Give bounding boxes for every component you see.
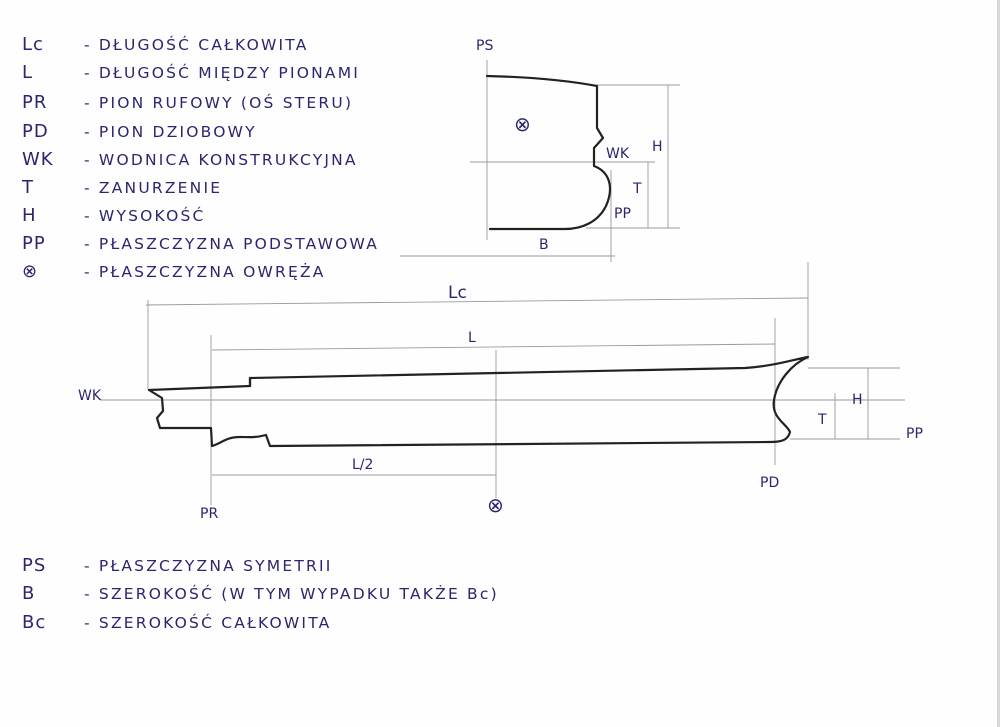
legend-row: PS - PŁASZCZYZNA SYMETRII (22, 555, 333, 576)
legend-symbol: H (22, 205, 37, 226)
legend-text: - DŁUGOŚĆ MIĘDZY PIONAMI (84, 64, 361, 82)
legend-row: H - WYSOKOŚĆ (22, 205, 206, 226)
pr-label: PR (200, 506, 218, 522)
legend-row: ⊗ - PŁASZCZYZNA OWRĘŻA (22, 261, 326, 282)
legend-symbol: Bc (22, 612, 47, 633)
section-midship-symbol: ⊗ (514, 112, 531, 136)
legend-text: - PŁASZCZYZNA OWRĘŻA (84, 263, 326, 281)
l-dimension-line (211, 343, 776, 351)
lc-label: Lc (448, 283, 467, 303)
legend-text: - PŁASZCZYZNA PODSTAWOWA (84, 235, 380, 253)
side-t-label: T (817, 412, 827, 428)
section-b-label: B (539, 237, 549, 253)
legend-row: Bc - SZEROKOŚĆ CAŁKOWITA (22, 612, 331, 633)
legend-text: - PŁASZCZYZNA SYMETRII (84, 557, 333, 575)
legend-symbol: ⊗ (22, 261, 39, 282)
legend-text: - ZANURZENIE (84, 179, 223, 197)
legend-text: - DŁUGOŚĆ CAŁKOWITA (84, 36, 309, 54)
section-h-label: H (652, 139, 663, 155)
legend-row: PR - PION RUFOWY (OŚ STERU) (22, 92, 353, 113)
section-t-label: T (632, 181, 642, 197)
section-view: PS ⊗ WK T H PP B (400, 38, 680, 262)
legend-symbol: PS (22, 555, 47, 576)
legend-text: - SZEROKOŚĆ (W TYM WYPADKU TAKŻE Bc) (84, 585, 499, 603)
legend-text: - PION DZIOBOWY (84, 123, 257, 141)
legend-text: - PION RUFOWY (OŚ STERU) (84, 94, 354, 112)
side-hull-outline (147, 355, 810, 448)
legend-text: - SZEROKOŚĆ CAŁKOWITA (84, 614, 332, 632)
side-view: Lc L WK L/2 PR PD ⊗ T H PP (78, 262, 923, 522)
legend-symbol: PD (22, 121, 49, 142)
half-l-label: L/2 (352, 457, 373, 473)
side-midship-symbol: ⊗ (487, 493, 504, 517)
legend-symbol: Lc (22, 34, 44, 55)
lc-dimension-line (145, 297, 809, 306)
legend-symbol: L (22, 62, 34, 83)
legend-row: Lc - DŁUGOŚĆ CAŁKOWITA (22, 34, 309, 55)
section-pp-label: PP (614, 206, 631, 222)
legend-text: - WYSOKOŚĆ (84, 207, 206, 225)
page-edge (997, 0, 1000, 727)
legend-symbol: T (22, 177, 34, 198)
legend-symbol: WK (22, 149, 54, 170)
ps-label: PS (476, 38, 493, 54)
legend-symbol: PR (22, 92, 48, 113)
side-pp-label: PP (906, 426, 923, 442)
legend-row: T - ZANURZENIE (22, 177, 222, 198)
legend-row: WK - WODNICA KONSTRUKCYJNA (22, 149, 358, 170)
legend-row: B - SZEROKOŚĆ (W TYM WYPADKU TAKŻE Bc) (22, 583, 499, 604)
legend-text: - WODNICA KONSTRUKCYJNA (84, 151, 358, 169)
legend-symbol: PP (22, 233, 46, 254)
side-h-label: H (852, 392, 863, 408)
side-wk-label: WK (78, 388, 102, 404)
legend-symbol: B (22, 583, 36, 604)
legend-row: PD - PION DZIOBOWY (22, 121, 257, 142)
legend-row: PP - PŁASZCZYZNA PODSTAWOWA (22, 233, 379, 254)
section-hull-outline (485, 74, 612, 231)
pd-label: PD (760, 475, 779, 491)
section-wk-label: WK (606, 146, 630, 162)
l-label: L (468, 330, 476, 346)
legend-row: L - DŁUGOŚĆ MIĘDZY PIONAMI (22, 62, 360, 83)
